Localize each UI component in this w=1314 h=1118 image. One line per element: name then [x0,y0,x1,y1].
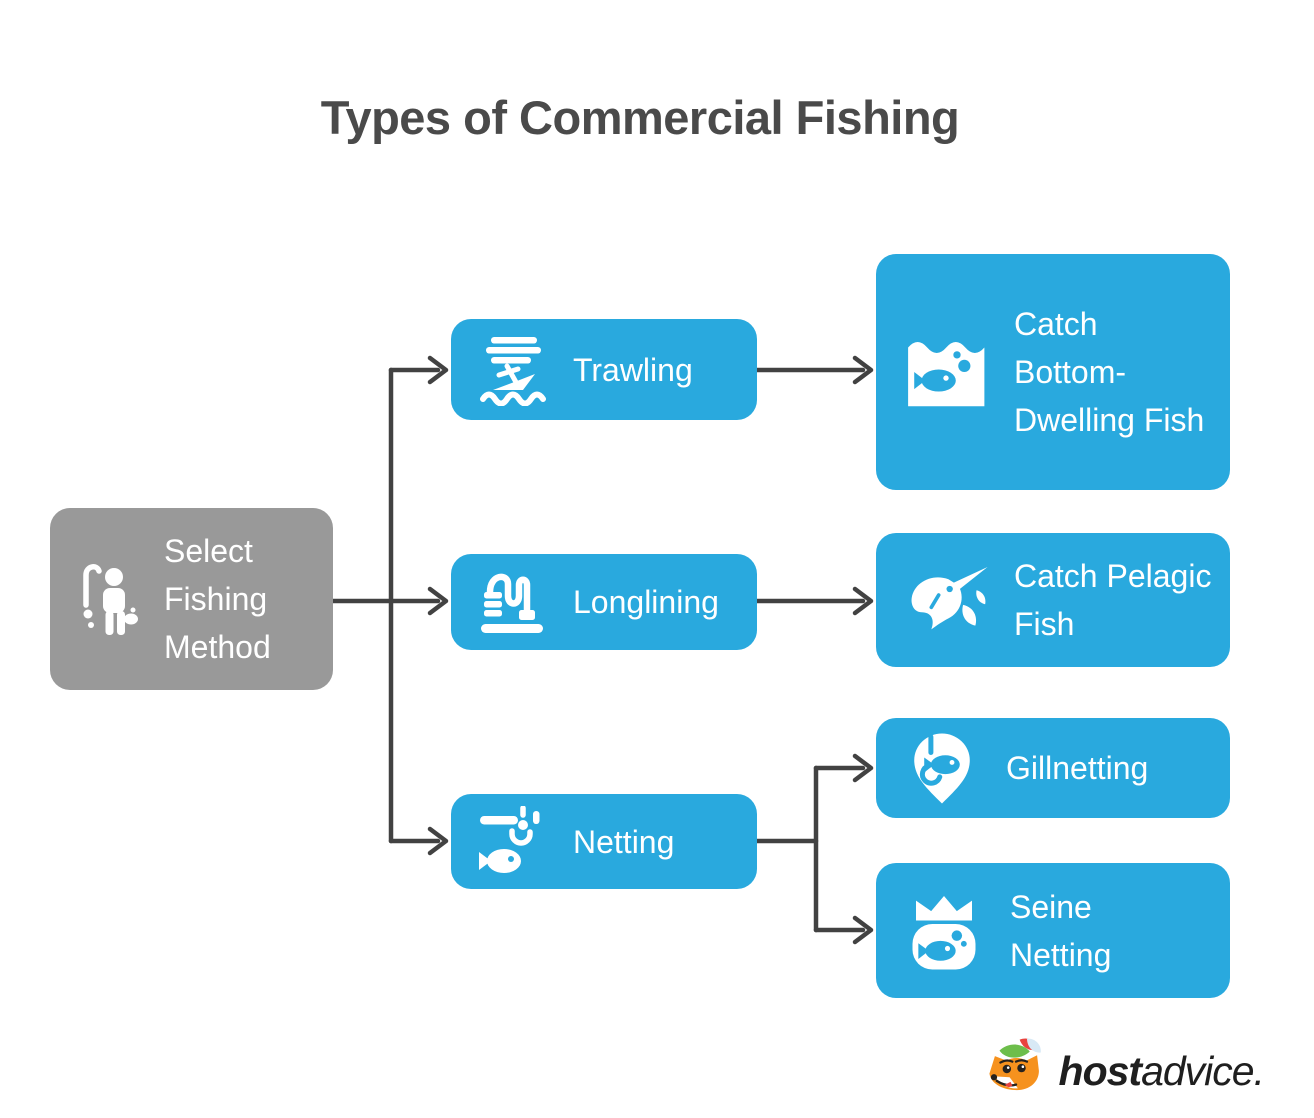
swordfish-icon [902,556,990,644]
hostadvice-logo: hostadvice. [983,1036,1265,1107]
node-trawling: Trawling [451,319,757,420]
fish-in-water-icon [902,328,990,416]
node-label: Longlining [573,584,719,620]
node-select-fishing-method: Select Fishing Method [50,508,333,690]
logo-word-host: host [1058,1048,1143,1094]
node-label: Catch Bottom-Dwelling Fish [1014,306,1205,438]
node-label: Netting [573,823,675,860]
node-catch-pelagic-fish: Catch Pelagic Fish [876,533,1230,667]
fish-pin-hook-icon [902,728,982,808]
node-longlining: Longlining [451,554,757,650]
node-label: Gillnetting [1006,750,1149,786]
node-label: Catch Pelagic Fish [1014,558,1212,642]
logo-word-advice: advice. [1141,1048,1265,1094]
net-hook-fish-icon [477,805,549,878]
longline-icon [477,566,549,638]
node-seine-netting: Seine Netting [876,863,1230,998]
node-netting: Netting [451,794,757,889]
node-label: Seine Netting [1010,888,1112,973]
node-label: Select Fishing Method [164,533,271,665]
node-gillnetting: Gillnetting [876,718,1230,818]
node-label: Trawling [573,351,693,388]
hostadvice-fox-icon [983,1036,1049,1107]
node-catch-bottom-dwelling-fish: Catch Bottom-Dwelling Fish [876,254,1230,490]
fisherman-icon [76,557,140,641]
logo-wordmark: hostadvice. [1058,1048,1265,1095]
net-bag-fish-icon [902,889,986,973]
page-title: Types of Commercial Fishing [320,91,960,144]
trawler-boat-icon [477,334,549,406]
